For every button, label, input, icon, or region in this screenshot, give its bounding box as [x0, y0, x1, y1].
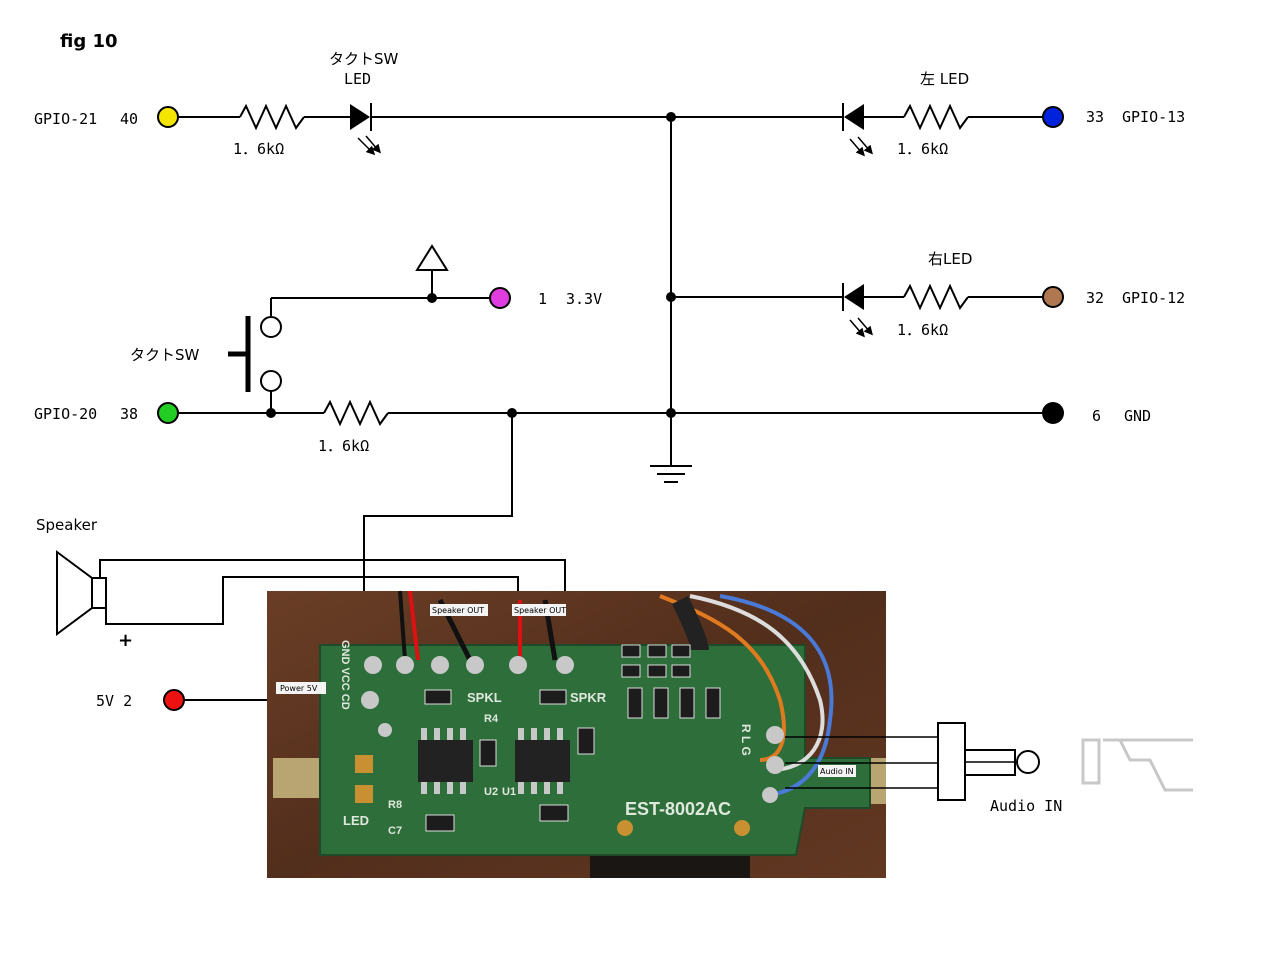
power-5v-tag	[276, 682, 326, 694]
board-c7: C7	[388, 825, 402, 837]
left-led-label: 左 LED	[920, 70, 969, 88]
resistor-r4	[323, 399, 389, 427]
resistor-r3	[903, 283, 969, 311]
audio-in-label: Audio IN	[990, 797, 1062, 815]
led-tact-sw-label-line1: タクトSW	[329, 50, 399, 68]
speaker-label: Speaker	[36, 516, 98, 534]
audio-jack-symbol	[937, 722, 1040, 801]
gpio21-pin-number: 40	[120, 110, 138, 128]
faint-jack-sketch	[1081, 738, 1193, 792]
resistor-r3-value: 1．6kΩ	[897, 321, 948, 339]
pin1-label: 3.3V	[566, 290, 602, 308]
pin1-number: 1	[538, 290, 547, 308]
right-led-label: 右LED	[928, 250, 972, 268]
board-spkl: SPKL	[467, 690, 502, 705]
gpio12-label: GPIO-12	[1122, 289, 1185, 307]
board-r4: R4	[484, 713, 499, 725]
junction-gnd-2	[666, 408, 676, 418]
led-tact-sw-label-line2: LED	[344, 70, 371, 88]
speaker-out-left-text: Speaker OUT	[432, 606, 484, 615]
resistor-r4-value: 1．6kΩ	[318, 437, 369, 455]
resistor-r1	[239, 103, 305, 131]
speaker-plus-label: +	[118, 630, 133, 651]
gnd-pin	[1042, 402, 1064, 424]
resistor-r1-value: 1．6kΩ	[233, 140, 284, 158]
gpio12-pin	[1042, 286, 1064, 308]
row1-left-wire	[178, 103, 350, 131]
tact-switch	[228, 298, 282, 413]
led-left	[842, 103, 873, 157]
gpio20-pin	[157, 402, 179, 424]
ground-symbol	[650, 465, 692, 483]
gnd-pin-number: 6	[1092, 407, 1101, 425]
board-spkr: SPKR	[570, 690, 607, 705]
board-pads-left: GND VCC CD	[339, 640, 351, 710]
gpio21-label: GPIO-21	[34, 110, 97, 128]
resistor-r2-value: 1．6kΩ	[897, 140, 948, 158]
audio-in-tag	[818, 765, 856, 777]
gpio20-pin-number: 38	[120, 405, 138, 423]
power-5v-text: Power 5V	[280, 684, 318, 693]
speaker-out-right-text: Speaker OUT	[514, 606, 566, 615]
board-model: EST-8002AC	[625, 799, 731, 819]
board-rlg: R L G	[739, 724, 753, 756]
junction-sw	[266, 408, 276, 418]
tact-sw-label: タクトSW	[130, 346, 200, 364]
speaker-symbol	[56, 550, 107, 636]
figure-label: fig 10	[60, 31, 118, 52]
gpio12-pin-number: 32	[1086, 289, 1104, 307]
gpio13-label: GPIO-13	[1122, 108, 1185, 126]
led-tact-sw	[350, 103, 381, 156]
junction-vcc	[427, 293, 437, 303]
gpio13-pin-number: 33	[1086, 108, 1104, 126]
led-right	[842, 283, 873, 338]
board-u1: U1	[502, 786, 516, 798]
gpio21-pin	[157, 106, 179, 128]
pin5v	[163, 689, 185, 711]
board-r8: R8	[388, 799, 402, 811]
vcc-symbol	[415, 244, 449, 298]
resistor-r2	[903, 103, 969, 131]
board-u2: U2	[484, 786, 498, 798]
audio-in-tag-text: Audio IN	[820, 767, 854, 776]
pin5v-label: 5V 2	[96, 692, 132, 710]
amplifier-board-photo: EST-8002AC SPKL SPKR LED C7 R4 R8 U2 U1 …	[267, 590, 886, 878]
speaker-out-right-tag	[512, 604, 566, 616]
board-led: LED	[343, 813, 369, 828]
pin1-3v3	[489, 287, 511, 309]
gnd-to-board-wire	[363, 413, 513, 665]
gnd-label: GND	[1124, 407, 1151, 425]
gpio13-pin	[1042, 106, 1064, 128]
gpio20-label: GPIO-20	[34, 405, 97, 423]
speaker-out-left-tag	[430, 604, 488, 616]
